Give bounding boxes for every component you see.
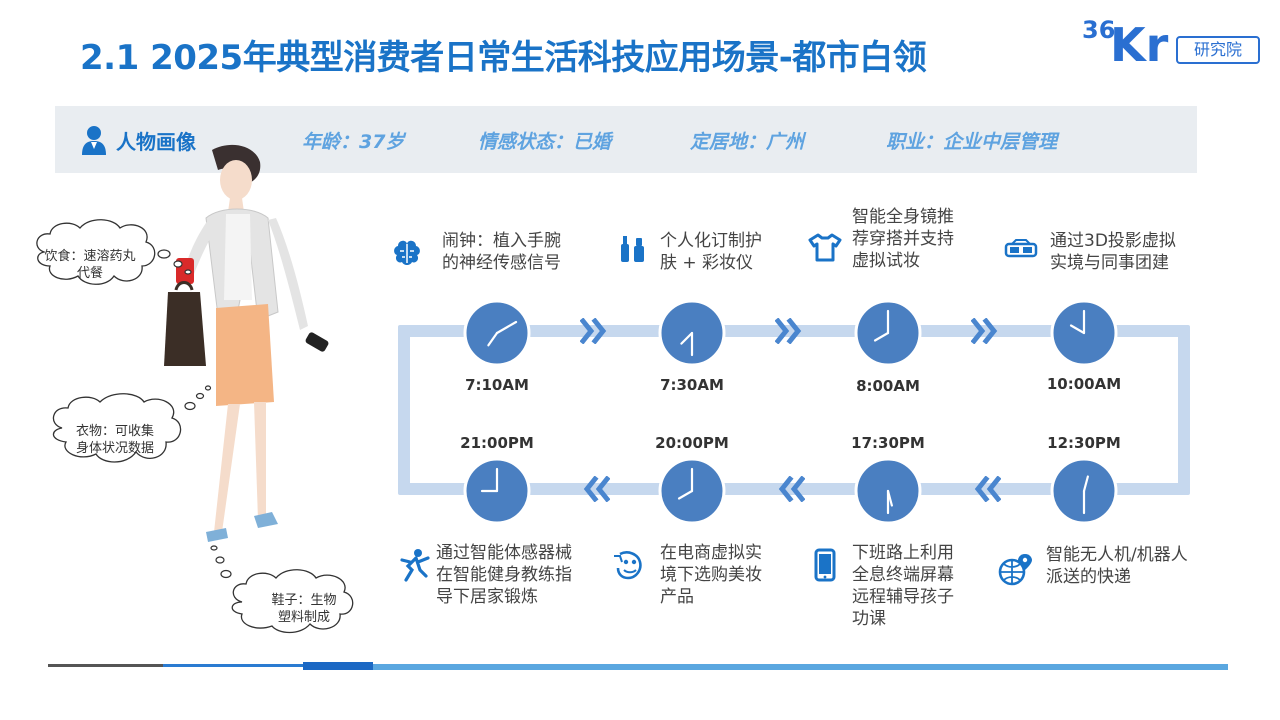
bubble-clothes-line-2: 身体状况数据 [75,441,154,456]
bubble-food-line-2: 代餐 [76,266,103,281]
logo-subtitle: 研究院 [1176,36,1260,64]
activity-text-line: 智能全身镜推 [852,207,954,227]
top-activity-text-3: 智能全身镜推荐穿搭并支持虚拟试妆 [852,206,954,272]
bottom-activity-icon-wrap-2 [612,548,646,582]
bottom-activity-text-1: 通过智能体感器械在智能健身教练指导下居家锻炼 [436,542,572,608]
persona-job: 职业：企业中层管理 [886,131,1058,153]
activity-text-line: 通过3D投影虚拟 [1050,231,1176,251]
top-activity-icon-wrap-1 [390,236,424,270]
bottom-clock-3 [854,457,922,525]
activity-text-line: 产品 [660,587,694,607]
thought-bubble-clothes [52,385,212,463]
shopping-face-icon [614,551,642,580]
persona-residence: 定居地：广州 [690,131,805,153]
bottom-clock-1 [463,457,531,525]
activity-text-line: 智能无人机/机器人 [1046,545,1188,565]
activity-text-line: 虚拟试妆 [852,251,920,271]
businesswoman-illustration [164,144,329,542]
clock-hour-hand [873,331,890,342]
activity-text-line: 实境与同事团建 [1050,253,1169,273]
top-clock-4 [1050,299,1118,367]
activity-text-line: 通过智能体感器械 [436,543,572,563]
bottom-activity-icon-wrap-3 [808,548,842,582]
activity-text-line: 的神经传感信号 [442,253,561,273]
bottom-activity-text-4: 智能无人机/机器人派送的快递 [1046,544,1188,588]
bottom-time-label-3: 17:30PM [851,434,925,452]
persona-label: 人物画像 [116,130,196,154]
persona-marital-status: 情感状态：已婚 [478,131,612,153]
top-activity-icon-wrap-2 [616,232,650,266]
smartphone-icon [814,548,836,582]
vr-glasses-icon [1004,239,1038,258]
activity-text-line: 在电商虚拟实 [660,543,762,563]
activity-text-line: 在智能健身教练指 [436,565,572,585]
bottom-time-label-1: 21:00PM [460,434,534,452]
top-activity-text-1: 闹钟：植入手腕的神经传感信号 [442,230,561,274]
top-clock-3 [854,299,922,367]
clock-hour-hand [680,331,694,345]
chevron-right-icon [580,318,607,344]
bubble-shoes-text: 鞋子：生物 塑料制成 [244,592,364,626]
bubble-clothes-text: 衣物：可收集 身体状况数据 [55,423,175,457]
clock-hour-hand [1082,475,1089,493]
top-activity-text-2: 个人化订制护肤 + 彩妆仪 [660,230,762,274]
fitness-icon [400,549,430,582]
clock-hour-hand [886,489,893,507]
clock-hour-hand [677,489,694,500]
top-clock-1 [463,299,531,367]
activity-text-line: 闹钟：植入手腕 [442,231,561,251]
activity-text-line: 个人化订制护 [660,231,762,251]
bubble-food-text: 饮食：速溶药丸 代餐 [30,248,150,282]
logo-number: 36 [1082,16,1116,44]
top-time-label-4: 10:00AM [1046,375,1122,393]
chevron-left-icon [778,476,805,502]
activity-text-line: 派送的快递 [1046,567,1131,587]
bottom-activity-icon-wrap-4 [998,552,1032,586]
top-clock-2 [658,299,726,367]
activity-text-line: 肤 + 彩妆仪 [660,253,754,273]
bottom-activity-text-3: 下班路上利用全息终端屏幕远程辅导孩子功课 [852,542,954,630]
clock-hour-hand [487,331,499,347]
bottom-activity-text-2: 在电商虚拟实境下选购美妆产品 [660,542,762,608]
bubble-shoes-line-1: 鞋子：生物 [271,593,337,608]
thought-bubble-food [36,219,192,285]
activity-text-line: 境下选购美妆 [660,565,762,585]
activity-text-line: 功课 [852,609,886,629]
bubble-food-line-1: 饮食：速溶药丸 [44,249,136,264]
clock-minute-hand [495,320,518,335]
bubble-clothes-line-1: 衣物：可收集 [75,424,154,439]
thought-bubble-shoes [210,545,354,634]
top-time-label-2: 7:30AM [660,376,724,394]
bottom-clock-4 [1050,457,1118,525]
activity-text-line: 荐穿搭并支持 [852,229,954,249]
bottom-activity-icon-wrap-1 [398,548,432,582]
bubble-shoes-line-2: 塑料制成 [277,610,330,625]
page-title: 2.1 2025年典型消费者日常生活科技应用场景-都市白领 [80,38,927,78]
chevron-left-icon [583,476,610,502]
top-activity-text-4: 通过3D投影虚拟实境与同事团建 [1050,230,1176,274]
chevron-left-icon [974,476,1001,502]
top-time-label-3: 8:00AM [856,377,920,395]
bottom-time-label-2: 20:00PM [655,434,729,452]
globe-pin-icon [998,554,1032,586]
chevron-right-icon [775,318,802,344]
persona-age: 年龄：37岁 [302,131,405,153]
chevron-right-icon [971,318,998,344]
top-activity-icon-wrap-4 [1004,232,1038,266]
top-time-label-1: 7:10AM [465,376,529,394]
activity-text-line: 全息终端屏幕 [852,565,954,585]
brain-icon [394,240,420,265]
cosmetics-icon [621,236,644,262]
activity-text-line: 远程辅导孩子 [852,587,954,607]
footer-divider [48,662,1228,670]
logo-kr: Kr [1110,18,1169,72]
activity-text-line: 导下居家锻炼 [436,587,538,607]
activity-text-line: 下班路上利用 [852,543,954,563]
bottom-time-label-4: 12:30PM [1047,434,1121,452]
clock-hour-hand [1069,324,1086,335]
shirt-icon [808,233,842,262]
person-icon [82,126,106,155]
top-activity-icon-wrap-3 [808,230,842,264]
bottom-clock-2 [658,457,726,525]
